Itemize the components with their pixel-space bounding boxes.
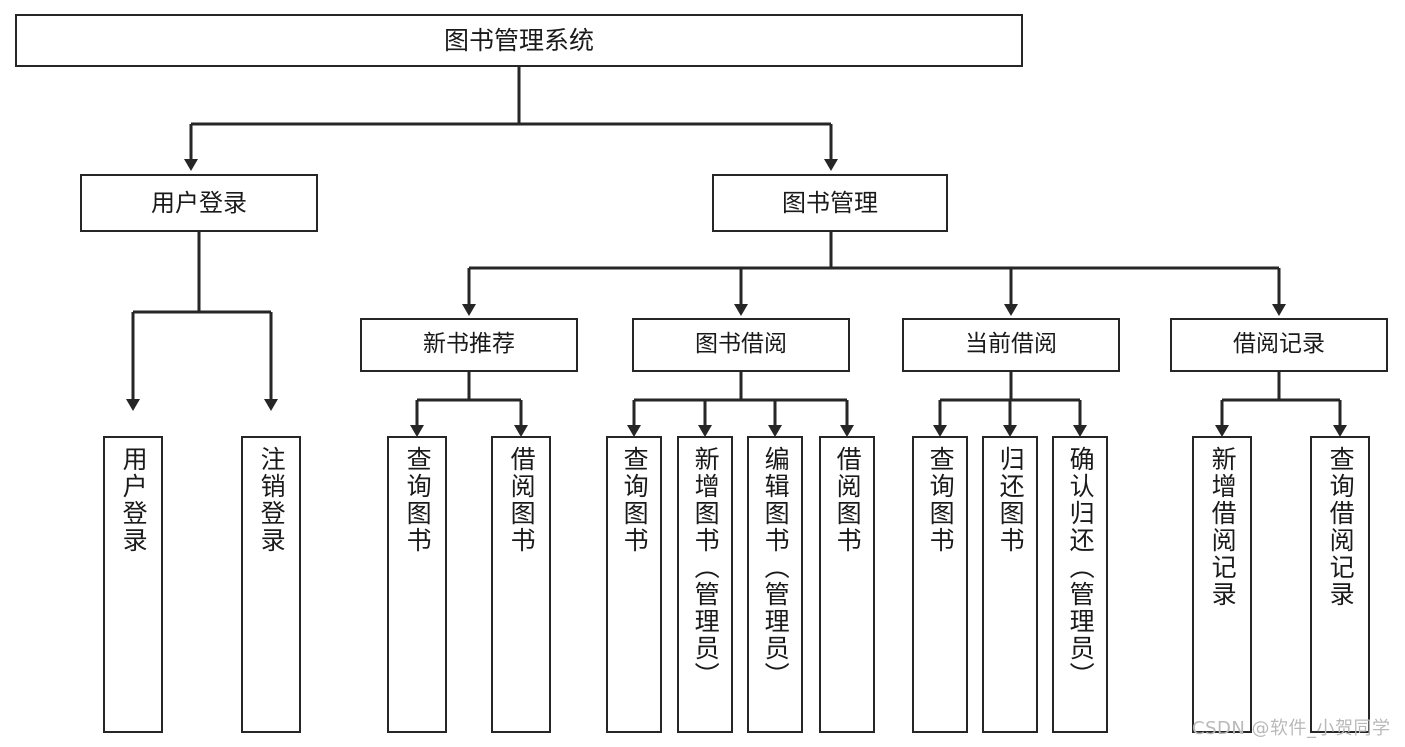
leaf-borrow-borrow-book[interactable]: 借阅图书 bbox=[819, 436, 875, 733]
leaf-new-book-borrow[interactable]: 借阅图书 bbox=[491, 436, 551, 733]
node-root-label: 图书管理系统 bbox=[443, 25, 594, 55]
leaf-records-add-record-label: 新增借阅记录 bbox=[1208, 446, 1238, 608]
node-book-management-label: 图书管理 bbox=[782, 188, 878, 217]
leaf-current-return-book[interactable]: 归还图书 bbox=[982, 436, 1038, 733]
leaf-borrow-edit-book-admin-label: 编辑图书（管理员） bbox=[761, 446, 791, 689]
leaf-borrow-query-book-label: 查询图书 bbox=[620, 446, 650, 554]
leaf-current-query-book[interactable]: 查询图书 bbox=[912, 436, 968, 733]
leaf-current-query-book-label: 查询图书 bbox=[926, 446, 956, 554]
node-borrow-records-label: 借阅记录 bbox=[1233, 331, 1325, 358]
node-book-management[interactable]: 图书管理 bbox=[712, 174, 948, 232]
leaf-records-query-record-label: 查询借阅记录 bbox=[1326, 446, 1356, 608]
leaf-current-return-book-label: 归还图书 bbox=[996, 446, 1026, 554]
leaf-current-confirm-return-admin[interactable]: 确认归还（管理员） bbox=[1052, 436, 1108, 733]
leaf-new-book-borrow-label: 借阅图书 bbox=[507, 446, 537, 554]
node-new-book-recommend-label: 新书推荐 bbox=[423, 331, 515, 358]
node-current-borrow-label: 当前借阅 bbox=[965, 331, 1057, 358]
leaf-records-add-record[interactable]: 新增借阅记录 bbox=[1192, 436, 1252, 733]
leaf-borrow-add-book-admin-label: 新增图书（管理员） bbox=[691, 446, 721, 689]
leaf-user-login-logout[interactable]: 注销登录 bbox=[241, 436, 301, 733]
node-root-book-management-system[interactable]: 图书管理系统 bbox=[15, 14, 1023, 67]
leaf-current-confirm-return-admin-label: 确认归还（管理员） bbox=[1066, 446, 1096, 689]
leaf-borrow-edit-book-admin[interactable]: 编辑图书（管理员） bbox=[747, 436, 803, 733]
leaf-borrow-add-book-admin[interactable]: 新增图书（管理员） bbox=[677, 436, 733, 733]
node-borrow-records[interactable]: 借阅记录 bbox=[1170, 318, 1388, 372]
node-current-borrow[interactable]: 当前借阅 bbox=[902, 318, 1120, 372]
leaf-user-login-login-label: 用户登录 bbox=[119, 446, 149, 554]
leaf-records-query-record[interactable]: 查询借阅记录 bbox=[1310, 436, 1370, 733]
node-new-book-recommend[interactable]: 新书推荐 bbox=[360, 318, 578, 372]
leaf-borrow-borrow-book-label: 借阅图书 bbox=[833, 446, 863, 554]
csdn-watermark: CSDN @软件_小贺同学 bbox=[1192, 718, 1391, 739]
leaf-new-book-query[interactable]: 查询图书 bbox=[387, 436, 447, 733]
leaf-new-book-query-label: 查询图书 bbox=[403, 446, 433, 554]
leaf-borrow-query-book[interactable]: 查询图书 bbox=[606, 436, 662, 733]
node-book-borrow[interactable]: 图书借阅 bbox=[632, 318, 850, 372]
node-book-borrow-label: 图书借阅 bbox=[695, 331, 787, 358]
node-user-login-label: 用户登录 bbox=[151, 188, 247, 217]
leaf-user-login-logout-label: 注销登录 bbox=[257, 446, 287, 554]
leaf-user-login-login[interactable]: 用户登录 bbox=[103, 436, 163, 733]
node-user-login[interactable]: 用户登录 bbox=[80, 174, 318, 232]
